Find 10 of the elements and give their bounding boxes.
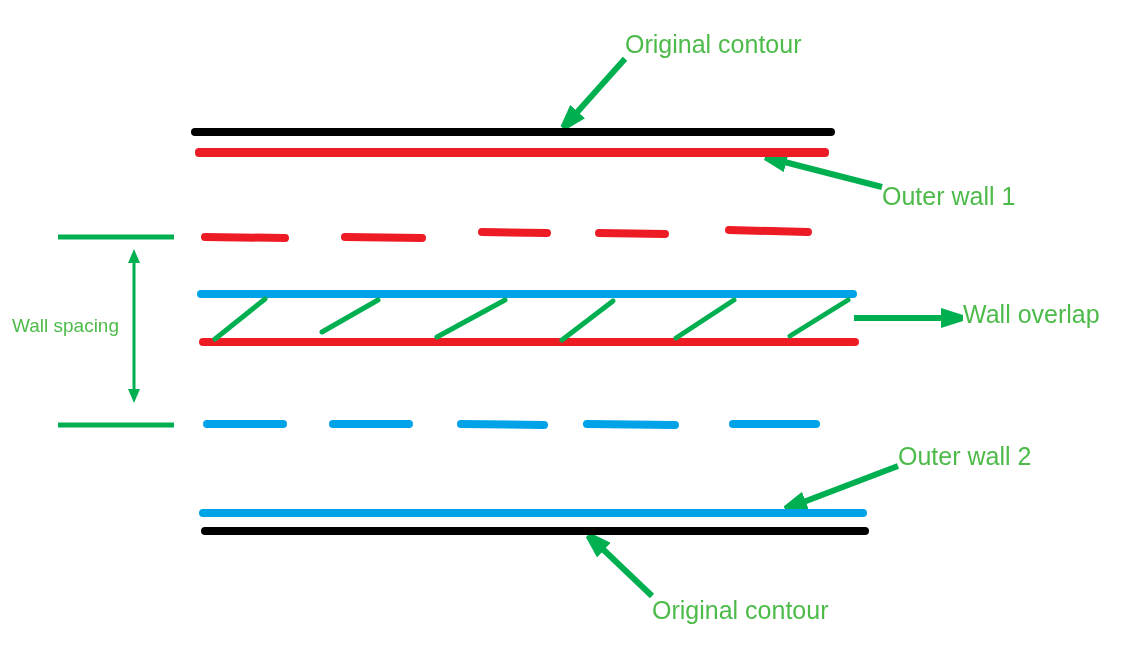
annotation-text: Outer wall 1 <box>882 182 1016 211</box>
wall-line <box>199 509 867 517</box>
annotation-text: Wall overlap <box>963 300 1100 329</box>
annotation-text: Outer wall 2 <box>898 442 1032 471</box>
contour-line <box>191 128 835 136</box>
annotation-text: Original contour <box>625 30 802 59</box>
dimension-label: Wall spacing <box>12 315 119 337</box>
contour-line <box>201 527 869 535</box>
wall-line <box>195 148 829 157</box>
annotation-text: Original contour <box>652 596 829 625</box>
